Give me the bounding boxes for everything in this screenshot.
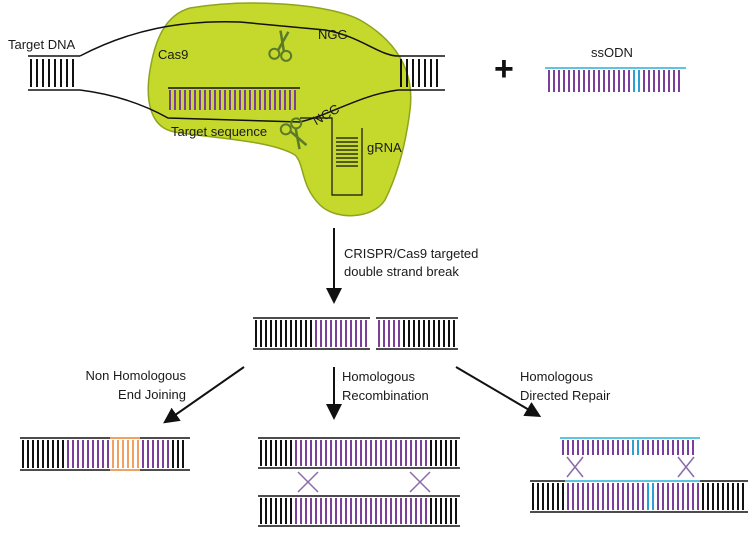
nhej-label-line2: End Joining [118,387,186,402]
broken-dna-right [376,317,458,350]
hdr-arrow [455,366,542,418]
hr-label-line1: Homologous [342,369,415,384]
plus-sign: + [494,50,514,88]
target-sequence-duplex [168,87,300,110]
dsb-label-line1: CRISPR/Cas9 targeted [344,246,479,261]
target-dna-label: Target DNA [8,37,76,52]
hr-product-top [258,437,460,469]
nhej-product [20,437,190,471]
grna-label: gRNA [367,140,402,155]
top-strand-path [79,21,399,57]
nhej-label-line1: Non Homologous [85,368,186,383]
hdr-donor-ssodn [560,437,700,455]
target-dna-right-stub [398,55,445,91]
target-dna-left-stub [28,55,80,91]
ngg-label: NGG [318,27,348,42]
ssodn-label: ssODN [591,45,633,60]
scissors-icon-top [268,30,293,62]
grna-hairpin [300,117,363,196]
broken-dna-left [253,317,370,350]
nhej-arrow [163,366,245,424]
hr-crossovers [297,471,431,493]
target-sequence-label: Target sequence [171,124,268,139]
scissors-icon-bottom [279,117,308,150]
hdr-label-line1: Homologous [520,369,593,384]
hdr-label-line2: Directed Repair [520,388,611,403]
cas9-label: Cas9 [158,47,189,62]
hr-product-bottom [258,495,460,527]
hr-label-line2: Recombination [342,388,429,403]
dsb-label-line2: double strand break [344,264,459,279]
ssodn-strand [545,67,686,92]
hdr-target-duplex [530,480,748,513]
hdr-crossovers [566,456,695,478]
